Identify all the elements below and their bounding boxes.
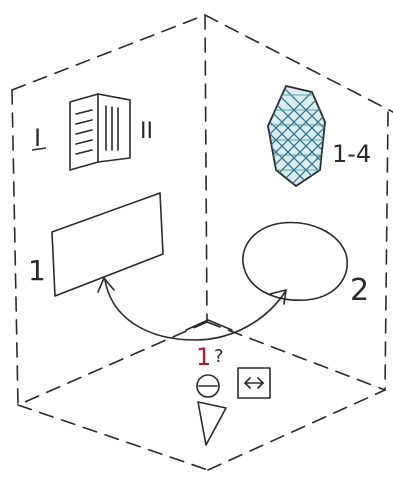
roman-one-label: I xyxy=(34,124,41,152)
question-mark: ? xyxy=(214,346,224,367)
center-vertical-edge xyxy=(205,15,207,322)
open-book-icon xyxy=(70,94,130,170)
item-1-label: 1 xyxy=(28,254,46,287)
left-vertical-edge xyxy=(12,90,18,405)
item-1-4-label: 1-4 xyxy=(332,140,371,168)
viewer-triangle-icon xyxy=(198,402,226,445)
corner-mark xyxy=(186,320,232,330)
left-back-top-edge xyxy=(12,15,205,90)
swap-arrows-icon xyxy=(245,378,263,388)
right-vertical-edge xyxy=(385,112,388,390)
floor-front-left-edge xyxy=(18,405,208,470)
item-2-label: 2 xyxy=(350,273,369,308)
hatched-hexagon-icon xyxy=(260,64,340,216)
rectangle-item-1 xyxy=(52,193,163,296)
red-marker-1: 1 xyxy=(196,343,211,371)
dashed-cube-outline xyxy=(12,15,393,470)
roman-two-label: II xyxy=(140,119,153,144)
floor-front-right-edge xyxy=(208,390,385,470)
ellipse-item-2 xyxy=(243,223,347,301)
floor-left-edge xyxy=(18,322,207,405)
